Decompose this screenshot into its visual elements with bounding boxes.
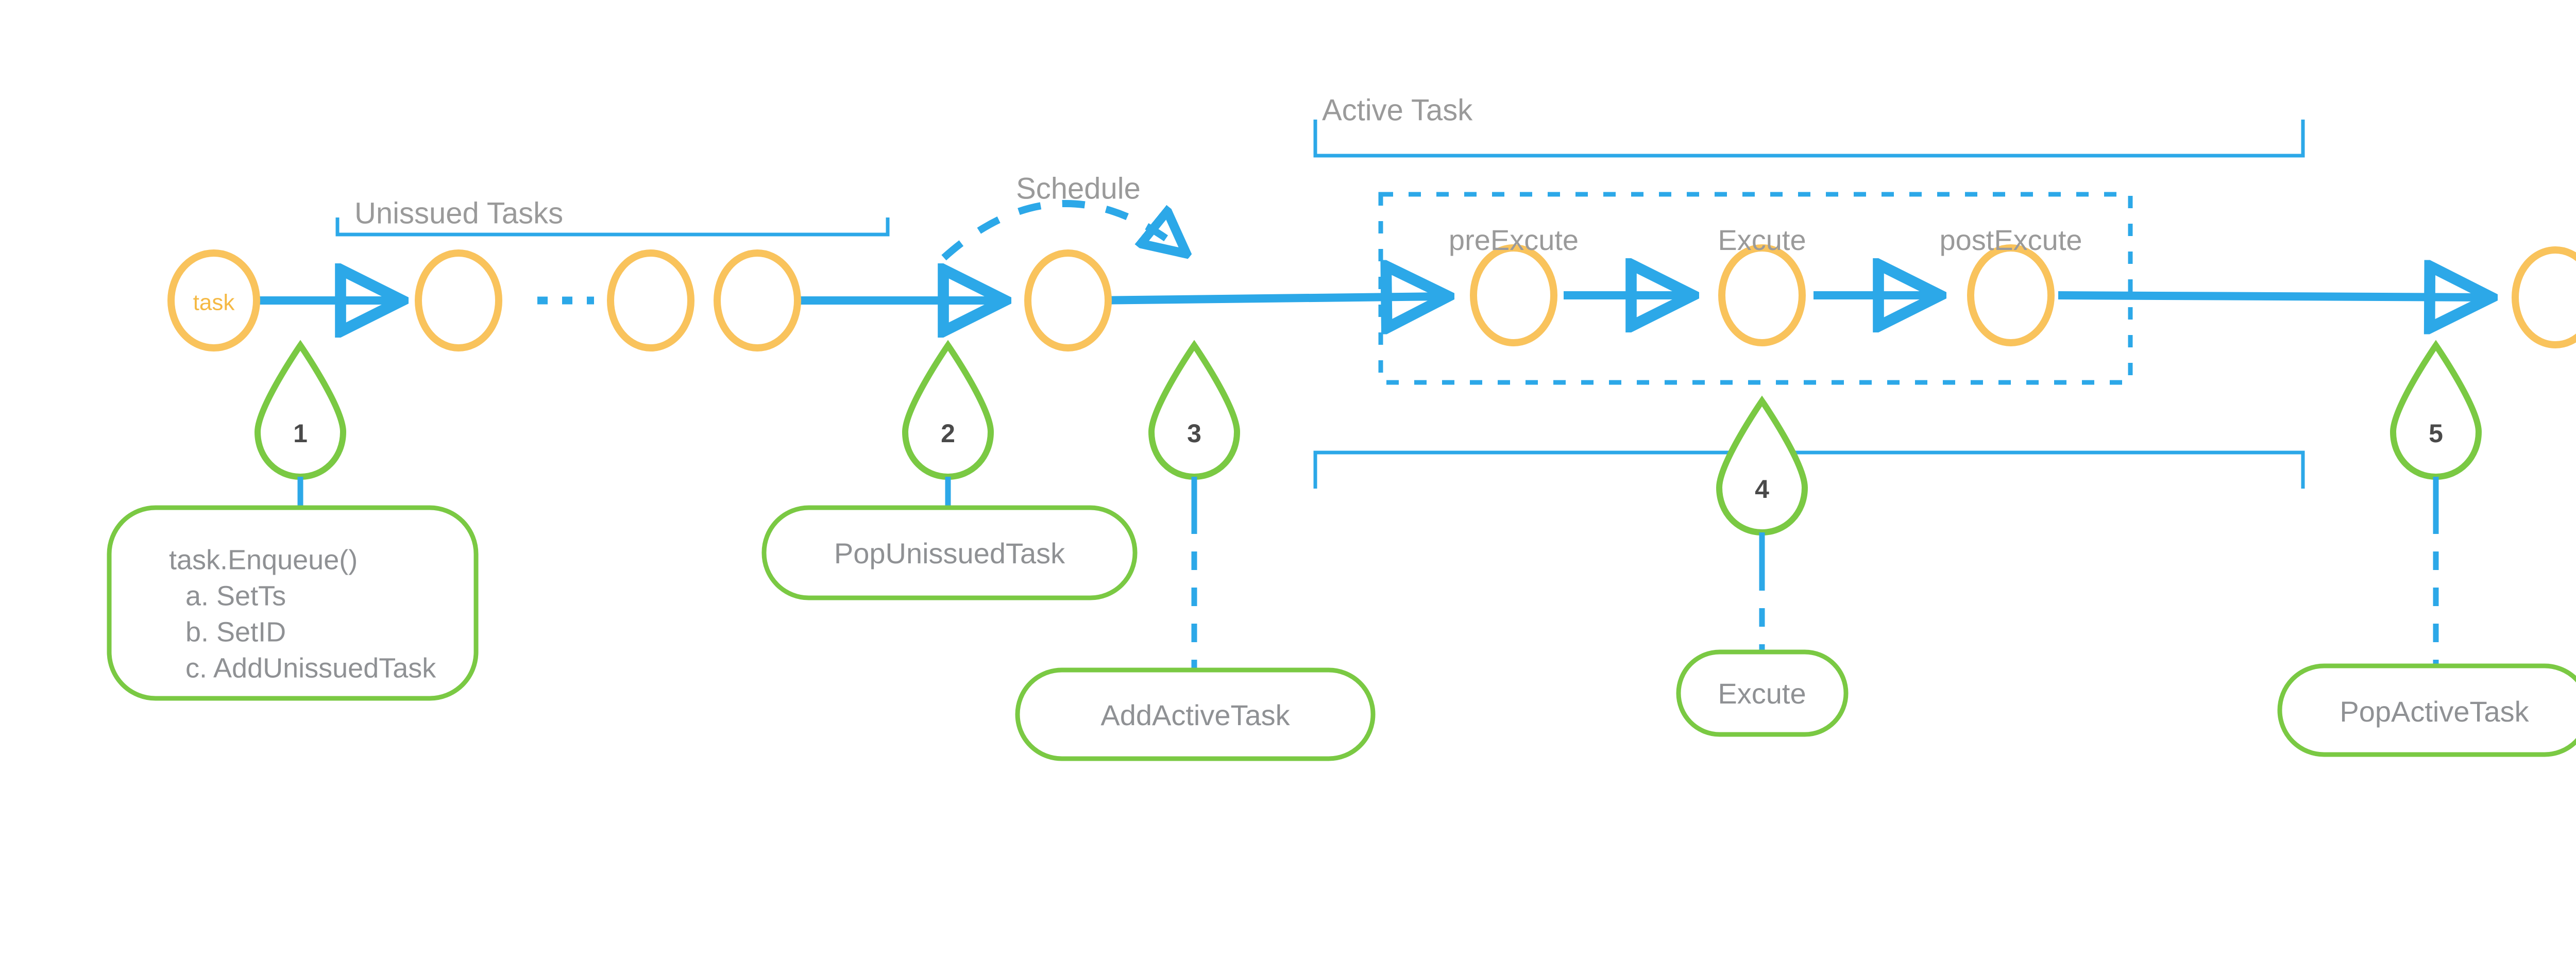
- callout-box-5[interactable]: PopActiveTask: [2277, 663, 2576, 757]
- marker-3-number: 3: [1187, 419, 1201, 448]
- group-label-active-task: Active Task: [1322, 93, 1473, 127]
- node-task[interactable]: task: [167, 249, 260, 351]
- callout-2-shape: [761, 505, 1138, 600]
- node-excute-label: Excute: [1718, 224, 1806, 256]
- marker-4-number: 4: [1755, 475, 1769, 504]
- connector-scheduled-to-pre: [1089, 296, 1445, 300]
- bracket-unissued-tasks: [335, 217, 890, 237]
- group-label-unissued-tasks: Unissued Tasks: [354, 196, 563, 230]
- callout-3-shape: [1015, 667, 1376, 761]
- flow-label-schedule: Schedule: [1016, 172, 1141, 205]
- node-scheduled[interactable]: [1024, 249, 1112, 351]
- node-pre-excute[interactable]: preExcute: [1449, 224, 1579, 346]
- node-excute[interactable]: Excute: [1718, 224, 1806, 346]
- callout-1-line-1: task.Enqueue(): [169, 544, 358, 575]
- callout-4-label: Excute: [1718, 677, 1806, 710]
- callout-5-shape: [2277, 663, 2576, 757]
- callout-3-label: AddActiveTask: [1100, 699, 1290, 731]
- callout-5-label: PopActiveTask: [2340, 695, 2529, 728]
- callout-box-4[interactable]: Excute: [1676, 649, 1849, 737]
- node-excute-shape: [1718, 244, 1806, 346]
- callout-1-line-4: c. AddUnissuedTask: [185, 652, 436, 683]
- callout-1-line-2: a. SetTs: [185, 580, 286, 611]
- flow-connectors: [258, 295, 2488, 300]
- callout-box-2[interactable]: PopUnissuedTask: [761, 505, 1138, 600]
- execution-phase-box: [1378, 192, 2133, 385]
- node-task-shape: [167, 249, 260, 351]
- node-pre-excute-label: preExcute: [1449, 224, 1579, 256]
- marker-pin-1[interactable]: 1: [254, 340, 347, 480]
- node-queued-3-shape: [714, 249, 801, 351]
- marker-5-number: 5: [2429, 419, 2443, 448]
- callout-1-line-3: b. SetID: [185, 616, 286, 647]
- connector-post-to-done: [2058, 295, 2488, 297]
- marker-pin-2[interactable]: 2: [902, 340, 994, 480]
- node-scheduled-shape: [1024, 249, 1112, 351]
- node-done[interactable]: [2512, 246, 2576, 348]
- marker-pin-4[interactable]: 4: [1716, 395, 1808, 536]
- node-queued-2-shape: [607, 249, 694, 351]
- marker-1-number: 1: [293, 419, 308, 448]
- node-post-excute[interactable]: postExcute: [1939, 224, 2082, 346]
- callout-2-label: PopUnissuedTask: [834, 537, 1065, 570]
- marker-2-number: 2: [941, 419, 955, 448]
- callout-leader-lines: [297, 477, 2439, 722]
- node-pre-excute-shape: [1470, 244, 1557, 346]
- callout-box-1[interactable]: task.Enqueue() a. SetTs b. SetID c. AddU…: [107, 505, 479, 701]
- node-queued-1[interactable]: [415, 249, 502, 351]
- schedule-arc: [941, 200, 1185, 258]
- node-queued-3[interactable]: [714, 249, 801, 351]
- callout-1-shape: [107, 505, 479, 701]
- marker-pin-3[interactable]: 3: [1148, 340, 1241, 480]
- node-task-label: task: [193, 290, 235, 315]
- bracket-active-task: [1313, 120, 2305, 489]
- callout-box-3[interactable]: AddActiveTask: [1015, 667, 1376, 761]
- node-queued-2[interactable]: [607, 249, 694, 351]
- node-queued-1-shape: [415, 249, 502, 351]
- callout-4-shape: [1676, 649, 1849, 737]
- node-done-shape: [2512, 246, 2576, 348]
- node-post-excute-shape: [1967, 244, 2055, 346]
- node-post-excute-label: postExcute: [1939, 224, 2082, 256]
- marker-pin-5[interactable]: 5: [2389, 340, 2482, 480]
